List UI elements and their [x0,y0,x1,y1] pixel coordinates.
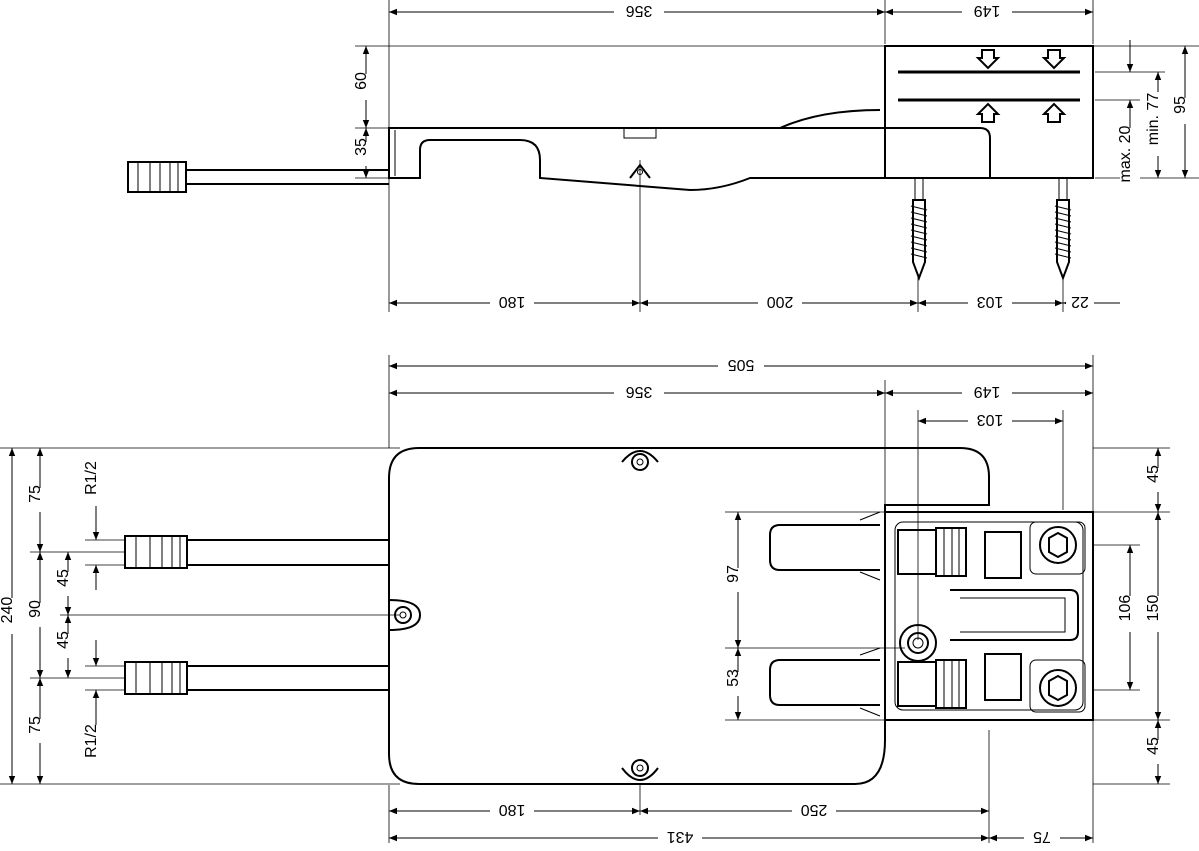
dim-505: 505 [728,356,755,373]
hose-fitting-icon [124,535,188,569]
mounting-hole-icon [388,599,422,631]
thread-label-top: R1/2 [83,461,100,495]
dim-45-right-top: 45 [1145,465,1162,483]
dim-180-plan: 180 [499,801,526,818]
dim-45-upper: 45 [55,569,72,587]
dim-97: 97 [725,565,742,583]
thread-label-bottom: R1/2 [83,724,100,758]
dim-75-right: 75 [1033,828,1051,845]
dim-95: 95 [1172,96,1189,114]
dim-max-20: max. 20 [1117,125,1134,182]
dim-431: 431 [667,828,694,845]
dim-75-top: 75 [27,485,44,503]
hex-plug-icon [1039,526,1077,564]
dim-22: 22 [1071,293,1089,310]
dim-35: 35 [353,138,370,156]
hose-fitting-icon [127,161,187,193]
mounting-hole-icon [621,759,659,781]
plan-view: 505 356 149 103 240 75 90 75 45 [0,355,1170,848]
hex-plug-icon [1039,669,1077,707]
side-view: 356 149 60 35 95 min. 77 max. 20 180 200 [127,0,1199,313]
dim-103-side: 103 [977,293,1004,310]
dim-45-lower: 45 [55,631,72,649]
dim-356-plan: 356 [626,383,653,400]
dim-75-bottom: 75 [27,716,44,734]
dim-45-right-bottom: 45 [1145,737,1162,755]
dim-149: 149 [974,2,1001,19]
dim-106: 106 [1117,595,1134,622]
screw-icon [910,177,928,281]
screw-icon [1054,177,1072,281]
dim-180-side: 180 [499,293,526,310]
hose-fitting-icon [124,661,188,695]
dim-90: 90 [27,600,44,618]
dim-103-plan: 103 [977,411,1004,428]
dim-250: 250 [801,801,828,818]
dim-200: 200 [767,293,794,310]
dim-150: 150 [1145,595,1162,622]
dim-53: 53 [725,669,742,687]
dim-149-plan: 149 [974,383,1001,400]
dim-240: 240 [0,597,16,624]
center-outlet-icon [899,624,937,662]
valve-block [884,511,1094,721]
dim-60: 60 [353,72,370,90]
dim-min-77: min. 77 [1145,93,1162,146]
mounting-hole-icon [621,450,659,471]
dim-356: 356 [626,2,653,19]
